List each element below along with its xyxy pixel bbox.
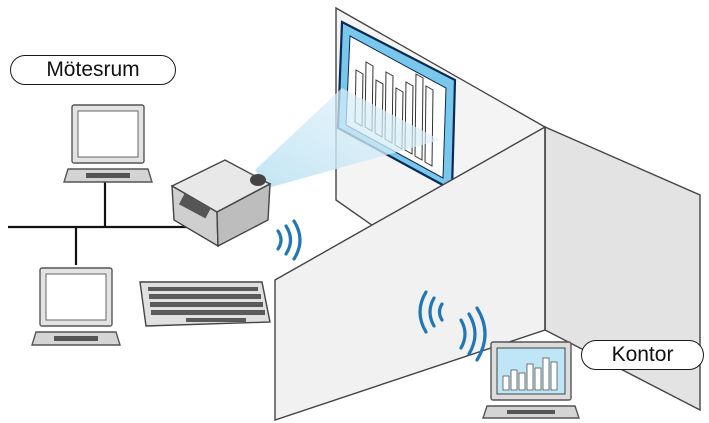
meeting-room-label: Mötesrum bbox=[10, 55, 176, 85]
laptop-icon bbox=[482, 341, 580, 419]
office-label: Kontor bbox=[581, 340, 704, 370]
wireless-signal-icon bbox=[276, 219, 302, 261]
wireless-signal-icon bbox=[459, 306, 487, 362]
wireless-signal-icon bbox=[418, 290, 444, 334]
keyboard-icon bbox=[139, 281, 271, 327]
laptop-icon bbox=[31, 267, 121, 346]
projector-beam bbox=[255, 88, 440, 188]
projector-icon bbox=[170, 159, 272, 248]
partition-wall bbox=[274, 125, 546, 421]
laptop-icon bbox=[63, 104, 153, 183]
